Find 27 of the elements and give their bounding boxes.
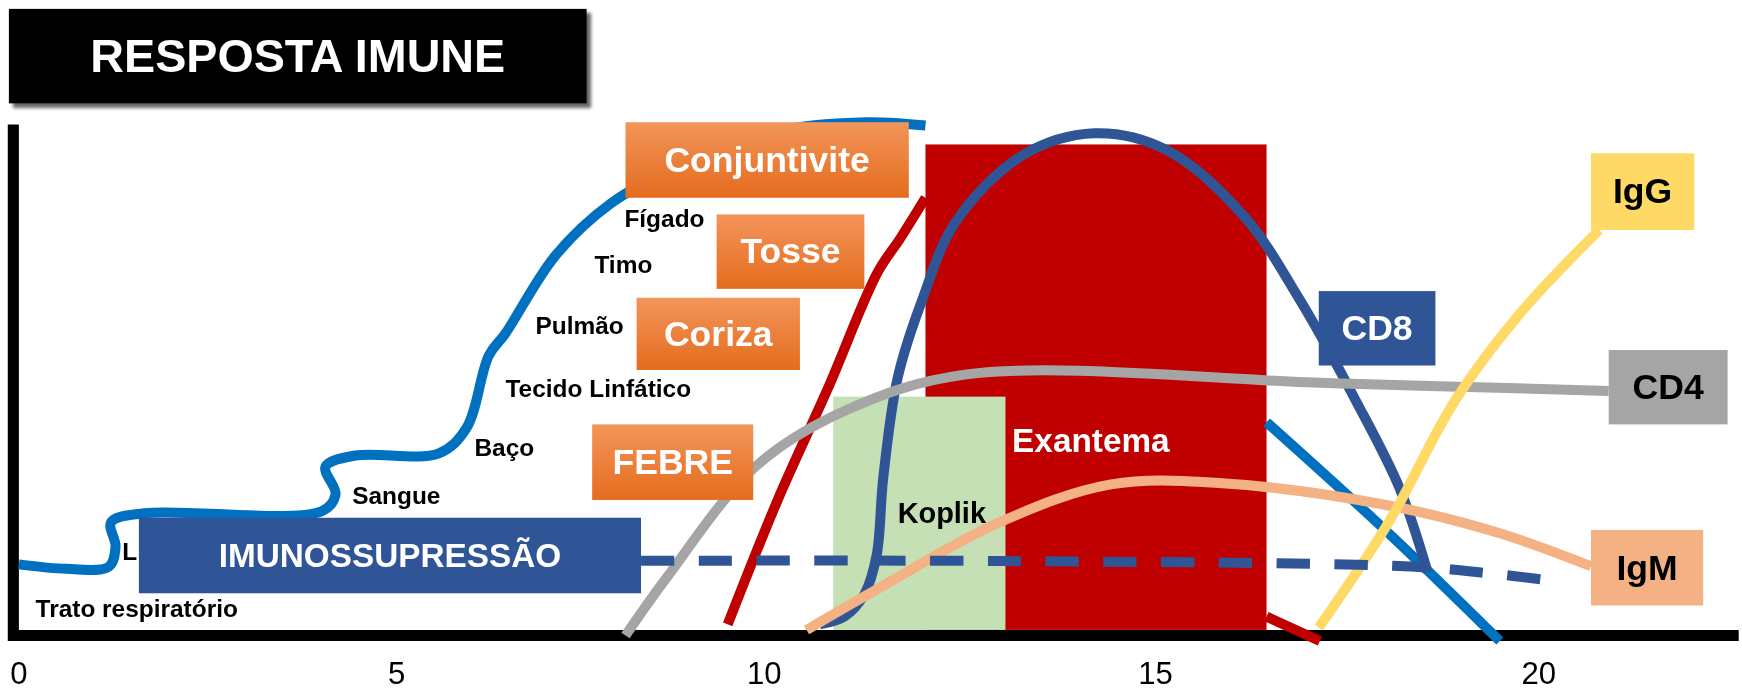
organ-label: Tecido Linfático xyxy=(505,374,692,404)
symptom-label: Tosse xyxy=(716,214,865,289)
axis-tick-label: 0 xyxy=(9,655,29,693)
organ-label: Timo xyxy=(594,251,653,281)
organ-label: Sangue xyxy=(352,482,441,512)
series-label: IgG xyxy=(1590,153,1695,230)
organ-label: Pulmão xyxy=(535,312,624,342)
title-banner: RESPOSTA IMUNE xyxy=(8,8,587,104)
response-curve xyxy=(804,475,1593,635)
organ-label: L xyxy=(122,537,138,568)
immunosuppression-label: IMUNOSSUPRESSÃO xyxy=(138,517,642,594)
organ-label: Fígado xyxy=(624,204,705,234)
axis-tick-label: 15 xyxy=(1137,655,1174,693)
block-text: Exantema xyxy=(1012,422,1170,460)
series-label: CD4 xyxy=(1608,349,1728,425)
series-label: CD8 xyxy=(1318,291,1436,366)
symptom-label: Coriza xyxy=(636,297,800,370)
series-label: IgM xyxy=(1590,529,1704,606)
axis-tick-label: 10 xyxy=(746,655,783,693)
axis-tick-label: 5 xyxy=(386,655,407,693)
axis-tick-label: 20 xyxy=(1520,655,1558,693)
block-text: Koplik xyxy=(897,496,986,532)
symptom-label: Conjuntivite xyxy=(625,122,909,198)
symptom-label: FEBRE xyxy=(592,424,754,500)
organ-label: Trato respiratório xyxy=(35,594,238,624)
response-curve xyxy=(621,365,1609,639)
organ-label: Baço xyxy=(474,433,535,463)
